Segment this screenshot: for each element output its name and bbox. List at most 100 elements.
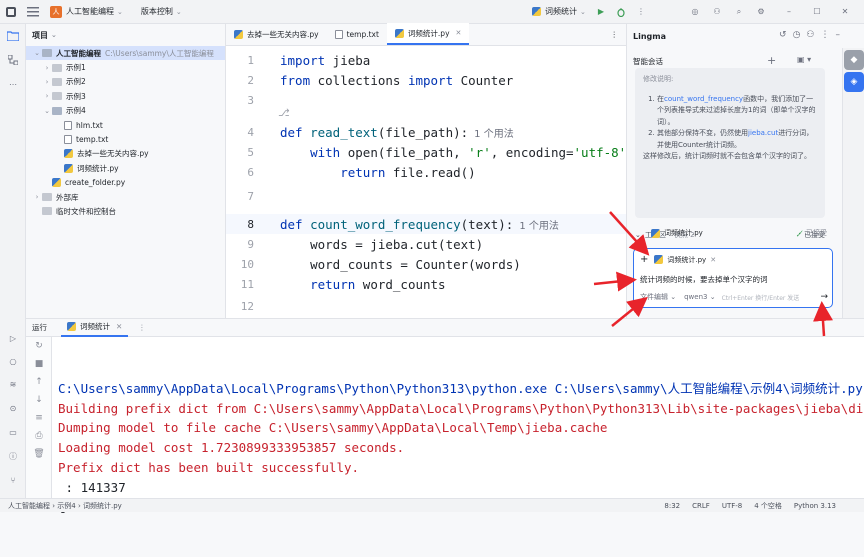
soft-wrap-icon[interactable]: ≡	[35, 413, 43, 423]
remove-chip-icon[interactable]: ✕	[710, 255, 717, 264]
structure-icon[interactable]	[0, 48, 26, 72]
session-menu-icon[interactable]: ▣ ▾	[797, 55, 812, 64]
run-config-select[interactable]: 词频统计 ⌄	[532, 6, 586, 17]
code-token: def	[280, 216, 303, 232]
more-actions-icon[interactable]: ⋮	[637, 7, 645, 16]
tree-item[interactable]: temp.txt	[26, 132, 225, 146]
print-icon[interactable]: ⎙	[35, 431, 43, 441]
tab-label: temp.txt	[346, 29, 379, 39]
chevron-down-icon[interactable]: ⌄	[51, 31, 57, 39]
user-icon[interactable]: ⚇	[806, 30, 815, 40]
more-tools-icon[interactable]: ⋯	[9, 79, 17, 89]
trash-icon[interactable]: 🗑	[33, 449, 45, 459]
close-tab-icon[interactable]: ✕	[455, 29, 462, 37]
tree-item[interactable]: 临时文件和控制台	[26, 204, 225, 218]
project-folder-icon[interactable]	[0, 24, 26, 48]
new-session-icon[interactable]: +	[767, 54, 777, 67]
workspace-file-row[interactable]: 词频统计.py ✓ 已接受	[651, 226, 827, 240]
tree-item[interactable]: ⌄示例4	[26, 104, 225, 118]
folder-icon	[42, 49, 52, 58]
ai-assist-icon[interactable]: ⎇	[278, 108, 290, 119]
notifications-icon[interactable]: ◆	[844, 50, 864, 70]
more-icon[interactable]: ⋮	[820, 30, 830, 40]
send-icon[interactable]: →	[820, 292, 828, 302]
close-tab-icon[interactable]: ✕	[116, 322, 123, 331]
breadcrumb-item[interactable]: 人工智能编程	[8, 501, 50, 510]
debug-icon[interactable]	[610, 1, 632, 23]
chevron-right-icon[interactable]: ›	[45, 92, 49, 101]
workspace-snapshot[interactable]: 快照 2	[673, 231, 695, 239]
add-user-icon[interactable]: ⚇	[713, 7, 721, 16]
breadcrumb-item[interactable]: 示例4	[57, 501, 76, 510]
tree-item[interactable]: hlm.txt	[26, 118, 225, 132]
minimize-panel-icon[interactable]: –	[835, 30, 841, 40]
chevron-down-icon[interactable]: ⌄	[44, 106, 50, 115]
chevron-right-icon[interactable]: ›	[45, 63, 49, 72]
tab-file-2[interactable]: temp.txt	[327, 23, 387, 45]
tree-item[interactable]: 去掉一些无关内容.py	[26, 147, 225, 161]
chat-input-box[interactable]: + 词频统计.py ✕ 统计词频的时候，要去掉单个汉字的词 文件编辑 ⌄ qwe…	[633, 248, 833, 308]
tab-file-1[interactable]: 去掉一些无关内容.py	[226, 23, 327, 45]
rerun-icon[interactable]: ↻	[35, 341, 43, 351]
maximize-icon[interactable]: ☐	[813, 7, 821, 16]
tab-more[interactable]: ⋮	[610, 29, 619, 39]
tree-item[interactable]: 词频统计.py	[26, 161, 225, 175]
chevron-right-icon[interactable]: ›	[35, 193, 39, 202]
run-tool-icon[interactable]: ▷	[9, 333, 17, 343]
add-context-icon[interactable]: +	[640, 254, 649, 265]
chevron-down-icon[interactable]: ⌄	[34, 49, 40, 58]
summary-point: 在count_word_frequency函数中，我们添加了一个列表推导式来过滤…	[657, 94, 817, 129]
main-menu-icon[interactable]	[22, 1, 44, 23]
lingma-tool-icon[interactable]: ◈	[844, 72, 864, 92]
terminal-icon[interactable]: ▭	[9, 427, 17, 437]
mode-select[interactable]: 文件编辑 ⌄	[640, 293, 677, 301]
interpreter[interactable]: Python 3.13	[793, 502, 836, 510]
stop-icon[interactable]: ■	[34, 359, 44, 369]
gear-icon[interactable]: ⚙	[757, 7, 765, 16]
encoding[interactable]: UTF-8	[721, 502, 743, 510]
run-icon[interactable]: ▶	[597, 7, 605, 16]
run-toolbar: ↻ ■ ↑ ↓ ≡ ⎙ 🗑	[26, 337, 52, 499]
tab-file-3[interactable]: 词频统计.py✕	[386, 23, 470, 45]
history-icon[interactable]: ↺	[779, 30, 787, 40]
tree-root[interactable]: ⌄ 人工智能编程 C:\Users\sammy\人工智能编程	[26, 46, 225, 61]
tree-item[interactable]: ›示例1	[26, 60, 225, 74]
breadcrumb-item[interactable]: 词频统计.py	[82, 501, 122, 510]
close-icon[interactable]: ✕	[841, 7, 849, 16]
python-packages-icon[interactable]: ⎔	[9, 357, 17, 367]
console-output[interactable]: C:\Users\sammy\AppData\Local\Programs\Py…	[58, 359, 864, 557]
tree-item[interactable]: ›示例2	[26, 75, 225, 89]
tree-item[interactable]: ›示例3	[26, 89, 225, 103]
model-select[interactable]: qwen3 ⌄	[684, 293, 716, 301]
code-token: return	[280, 276, 356, 292]
usage-hint[interactable]: 1 个用法	[474, 128, 514, 140]
problems-icon[interactable]: ⓘ	[9, 451, 17, 461]
minimize-icon[interactable]: –	[787, 7, 791, 16]
caret-position[interactable]: 8:32	[664, 502, 681, 510]
project-switcher[interactable]: 人 人工智能编程 ⌄	[50, 5, 123, 18]
line-number: 12	[240, 299, 254, 313]
lingma-icon[interactable]: ◎	[691, 7, 699, 16]
scroll-up-icon[interactable]: ↑	[35, 377, 43, 387]
services-icon[interactable]: ⊙	[9, 403, 17, 413]
chevron-right-icon[interactable]: ›	[45, 77, 49, 86]
scroll-down-icon[interactable]: ↓	[35, 395, 43, 405]
tree-item[interactable]: create_folder.py	[26, 176, 225, 190]
point-code: jieba.cut	[748, 129, 779, 137]
clock-icon[interactable]: ◷	[792, 30, 801, 40]
tree-item[interactable]: ›外部库	[26, 190, 225, 204]
indent[interactable]: 4 个空格	[754, 502, 782, 510]
usage-hint[interactable]: 1 个用法	[519, 220, 559, 232]
more-icon[interactable]: ⋮	[138, 323, 146, 332]
vcs-menu[interactable]: 版本控制 ⌄	[141, 6, 182, 17]
search-icon[interactable]: ⌕	[736, 6, 742, 16]
breadcrumb[interactable]: 人工智能编程 › 示例4 › 词频统计.py	[8, 501, 122, 510]
run-tab[interactable]: 词频统计 ✕	[61, 319, 129, 337]
chat-input-text[interactable]: 统计词频的时候，要去掉单个汉字的词	[640, 275, 768, 284]
line-separator[interactable]: CRLF	[692, 502, 710, 510]
run-header: 运行 词频统计 ✕ ⋮	[26, 319, 864, 337]
git-icon[interactable]: ⑂	[10, 475, 16, 485]
layers-icon[interactable]: ≋	[9, 379, 17, 389]
context-chip[interactable]: 词频统计.py	[667, 255, 707, 264]
